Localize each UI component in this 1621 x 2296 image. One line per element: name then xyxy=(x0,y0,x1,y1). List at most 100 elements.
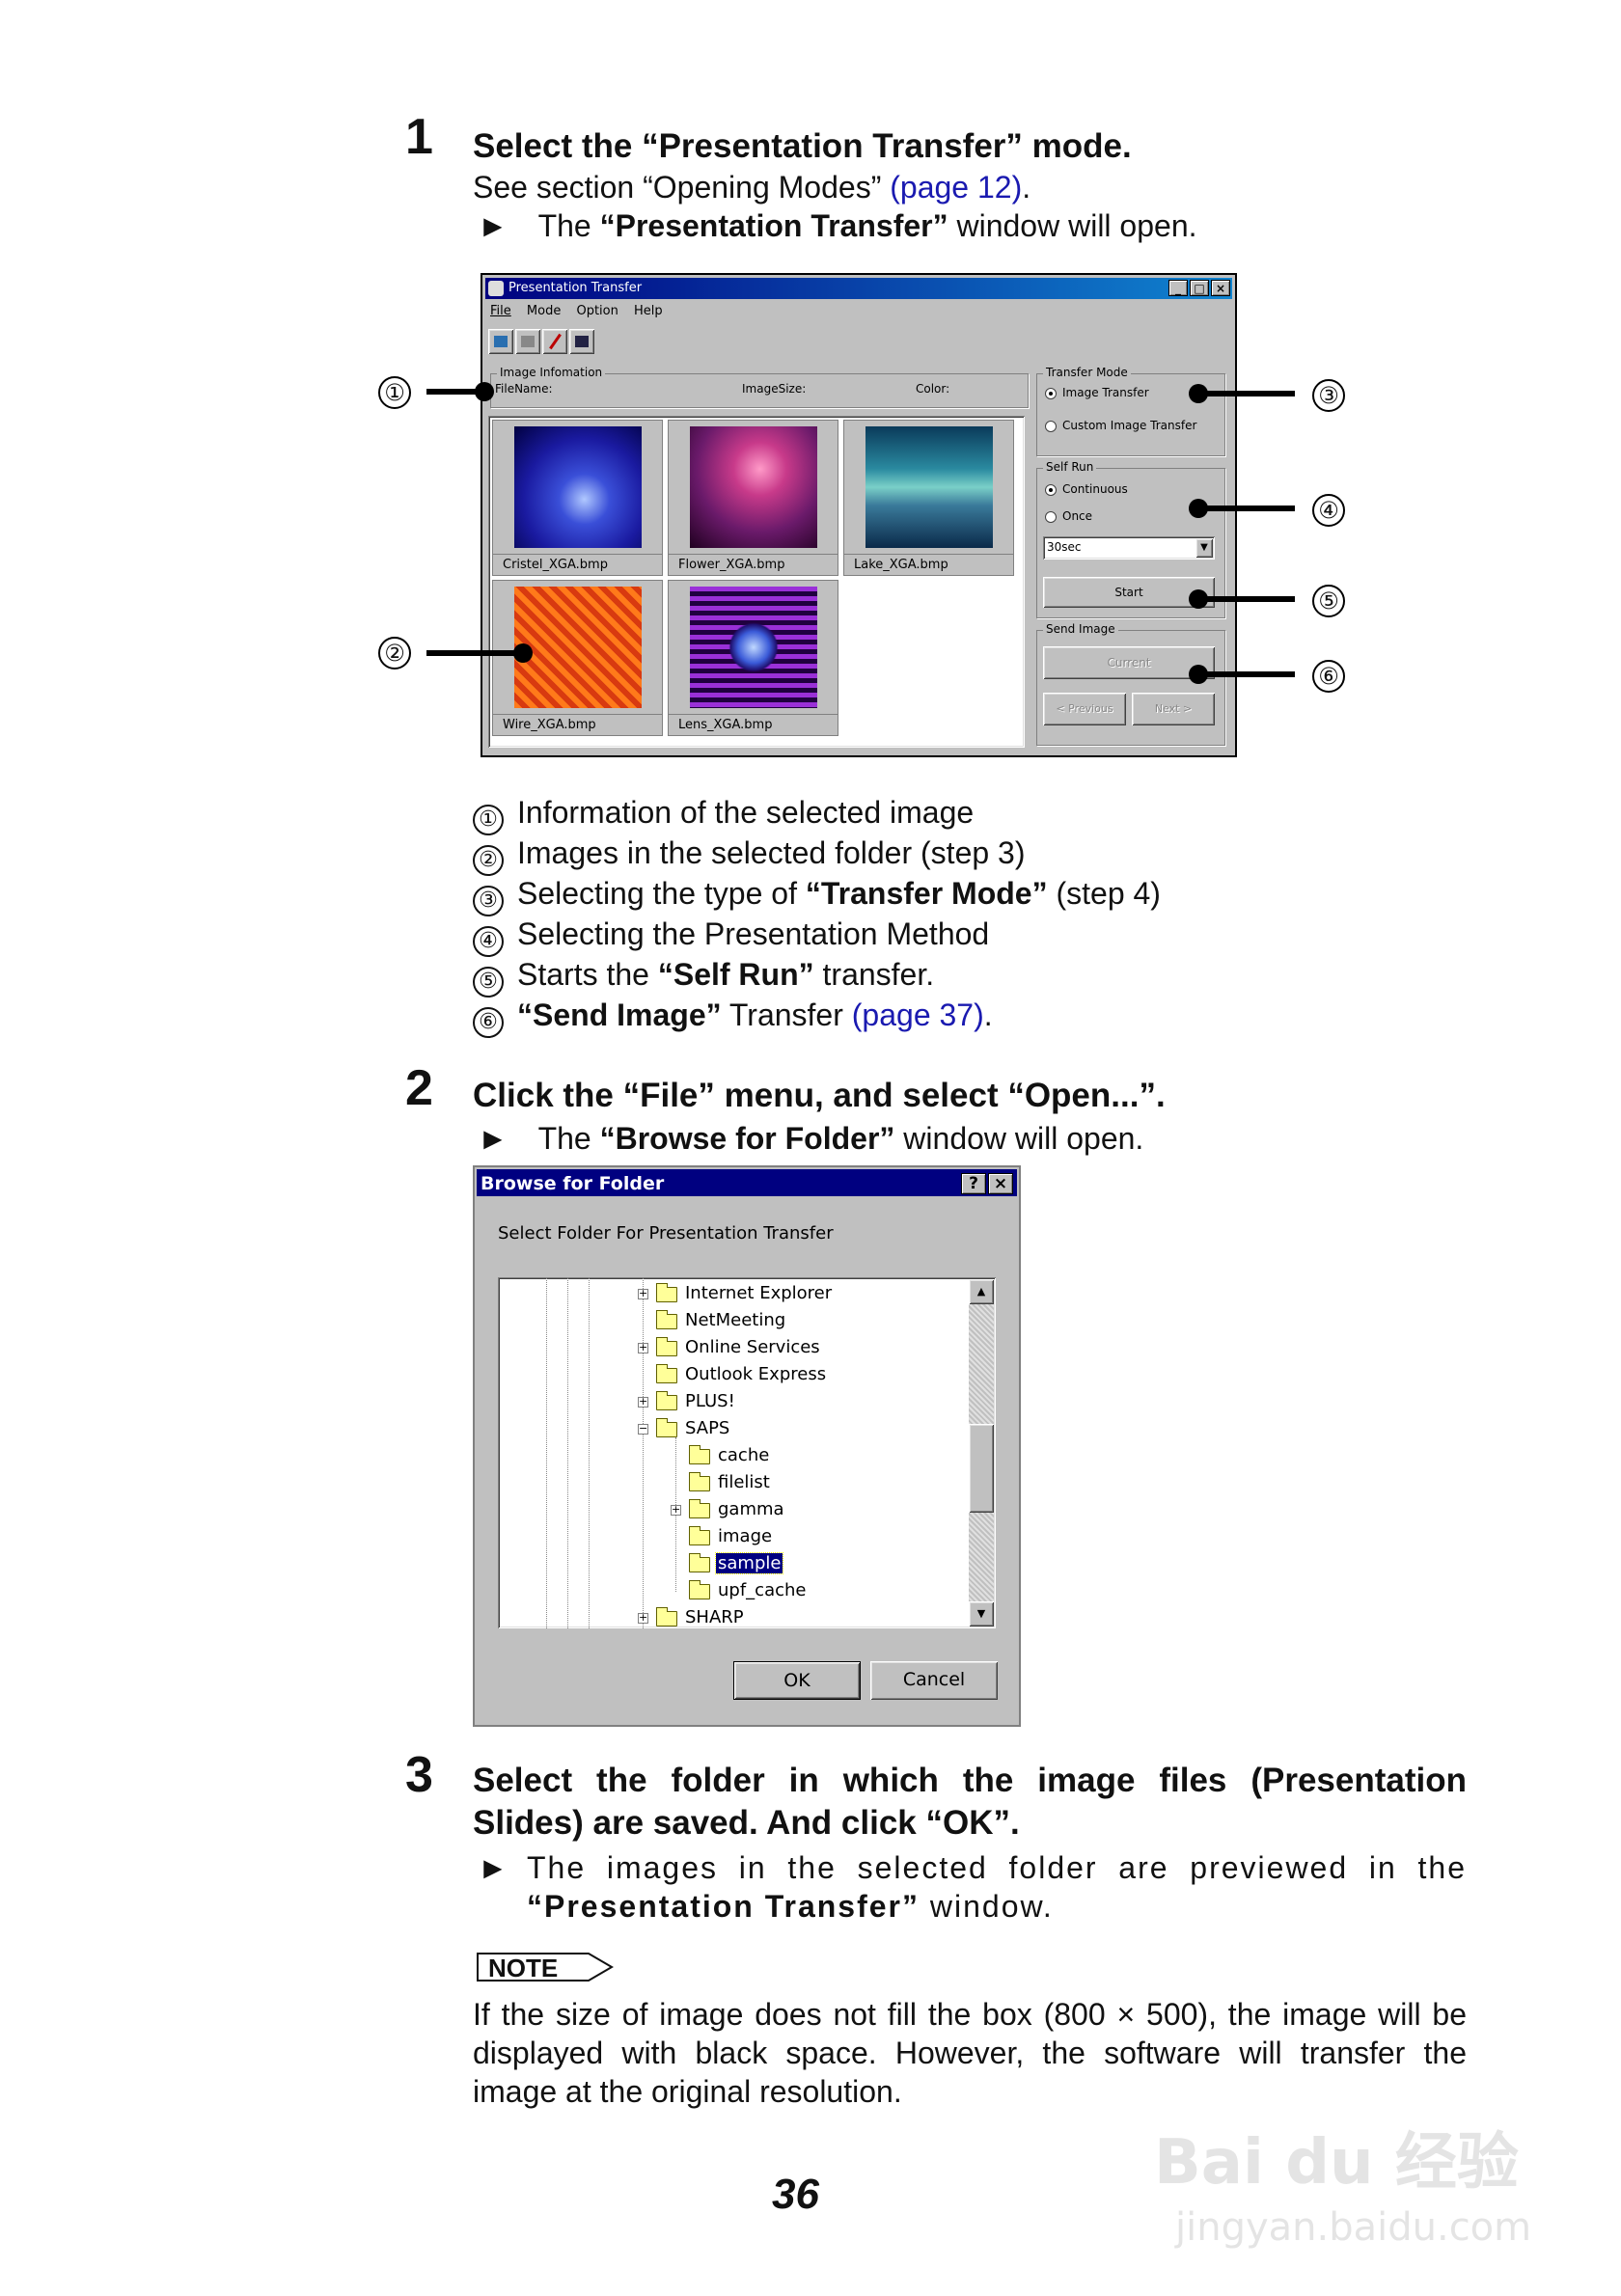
folder-icon xyxy=(656,1283,677,1302)
thumbnail-wire[interactable]: Wire_XGA.bmp xyxy=(492,580,663,736)
note-label-text: NOTE xyxy=(488,1954,559,1982)
step-1-line-2-end: window will open. xyxy=(948,208,1197,243)
legend-bold-5: “Self Run” xyxy=(657,957,814,992)
expand-icon[interactable]: + xyxy=(671,1503,681,1516)
tree-item-internet-explorer[interactable]: Internet Explorer xyxy=(685,1283,833,1303)
continuous-radio[interactable] xyxy=(1045,484,1057,496)
interval-select[interactable]: 30sec ▼ xyxy=(1043,536,1215,560)
step-1-line-1-end: . xyxy=(1022,170,1031,205)
next-button[interactable]: Next > xyxy=(1132,693,1215,725)
legend-num-4: ④ xyxy=(473,926,504,957)
legend-num-3: ③ xyxy=(473,886,504,916)
start-button[interactable]: Start xyxy=(1043,577,1215,608)
flower-image xyxy=(690,426,817,548)
tree-item-upf-cache[interactable]: upf_cache xyxy=(718,1580,807,1600)
legend-bold-6: “Send Image” xyxy=(517,998,722,1032)
tree-item-sample-selected[interactable]: sample xyxy=(714,1552,784,1574)
thumbnail-name: Flower_XGA.bmp xyxy=(669,554,838,575)
step-1-line-2: ► The “Presentation Transfer” window wil… xyxy=(478,206,1197,245)
page-37-link[interactable]: (page 37) xyxy=(851,998,984,1032)
custom-image-transfer-radio[interactable] xyxy=(1045,421,1057,432)
vertical-scrollbar[interactable]: ▲ ▼ xyxy=(969,1279,994,1626)
callout-5-line xyxy=(1198,596,1295,602)
collapse-icon[interactable]: − xyxy=(638,1422,648,1435)
thumbnail-area: Cristel_XGA.bmp Flower_XGA.bmp Lake_XGA.… xyxy=(488,416,1025,748)
tree-item-cache[interactable]: cache xyxy=(718,1445,770,1465)
close-button[interactable]: × xyxy=(1211,280,1230,296)
legend-end-3: (step 4) xyxy=(1047,876,1161,911)
tree-item-sharp[interactable]: SHARP xyxy=(685,1607,744,1627)
folder-icon xyxy=(689,1445,710,1464)
tree-item-online-services[interactable]: Online Services xyxy=(685,1337,820,1357)
step-2-line-text: The xyxy=(537,1121,600,1156)
legend-num-2: ② xyxy=(473,845,504,876)
folder-tree[interactable]: + Internet Explorer NetMeeting + Online … xyxy=(498,1277,996,1628)
pen-icon[interactable] xyxy=(542,329,567,354)
step-3-heading: Select the folder in which the image fil… xyxy=(473,1762,1467,1842)
menu-option[interactable]: Option xyxy=(576,304,618,318)
menu-help[interactable]: Help xyxy=(634,304,663,318)
menu-file[interactable]: File xyxy=(490,304,511,318)
custom-image-transfer-label: Custom Image Transfer xyxy=(1062,419,1197,432)
folder-icon xyxy=(689,1472,710,1491)
list-icon[interactable] xyxy=(569,329,594,354)
current-button[interactable]: Current xyxy=(1043,646,1215,679)
callout-3: ③ xyxy=(1312,379,1345,412)
folder-icon xyxy=(656,1364,677,1383)
thumbnail-flower[interactable]: Flower_XGA.bmp xyxy=(668,420,838,576)
expand-icon[interactable]: + xyxy=(638,1341,648,1353)
close-button[interactable]: × xyxy=(988,1173,1013,1194)
callout-4-line xyxy=(1198,506,1295,511)
tree-item-gamma[interactable]: gamma xyxy=(718,1499,784,1519)
tree-item-saps[interactable]: SAPS xyxy=(685,1418,730,1438)
thumbnail-lens[interactable]: Lens_XGA.bmp xyxy=(668,580,838,736)
step-2-line: ► The “Browse for Folder” window will op… xyxy=(478,1119,1143,1158)
ok-button[interactable]: OK xyxy=(733,1661,861,1700)
arrow-icon: ► xyxy=(478,1850,508,1885)
menu-mode[interactable]: Mode xyxy=(526,304,562,318)
dropdown-arrow-icon[interactable]: ▼ xyxy=(1195,538,1213,558)
thumbnail-cristel[interactable]: Cristel_XGA.bmp xyxy=(492,420,663,576)
window-title-bar: Presentation Transfer _ □ × xyxy=(485,278,1232,299)
browse-title: Browse for Folder xyxy=(481,1173,665,1194)
step-3-line-end: window. xyxy=(920,1889,1054,1924)
tree-item-netmeeting[interactable]: NetMeeting xyxy=(685,1310,786,1330)
scroll-thumb[interactable] xyxy=(969,1424,994,1513)
minimize-button[interactable]: _ xyxy=(1168,280,1188,296)
self-run-group: Self Run Continuous Once 30sec ▼ Start xyxy=(1036,460,1225,618)
browse-title-bar: Browse for Folder ? × xyxy=(477,1169,1017,1196)
legend-end-6: . xyxy=(983,998,993,1032)
toolbar xyxy=(488,329,614,356)
help-button[interactable]: ? xyxy=(961,1173,986,1194)
scroll-down-arrow-icon[interactable]: ▼ xyxy=(969,1601,994,1626)
thumbnail-lake[interactable]: Lake_XGA.bmp xyxy=(843,420,1014,576)
edit-icon[interactable] xyxy=(515,329,540,354)
tree-guide xyxy=(589,1277,590,1628)
folder-icon xyxy=(656,1310,677,1329)
expand-icon[interactable]: + xyxy=(638,1611,648,1624)
callout-2-dot xyxy=(513,643,533,663)
open-folder-icon[interactable] xyxy=(488,329,513,354)
tree-item-filelist[interactable]: filelist xyxy=(718,1472,770,1492)
expand-icon[interactable]: + xyxy=(638,1395,648,1408)
tree-item-plus[interactable]: PLUS! xyxy=(685,1391,735,1411)
tree-item-outlook-express[interactable]: Outlook Express xyxy=(685,1364,827,1384)
step-number-1: 1 xyxy=(405,109,433,165)
tree-item-image[interactable]: image xyxy=(718,1526,773,1546)
expand-icon[interactable]: + xyxy=(638,1287,648,1299)
previous-button[interactable]: < Previous xyxy=(1043,693,1126,725)
cancel-button[interactable]: Cancel xyxy=(870,1661,998,1700)
legend-bold-3: “Transfer Mode” xyxy=(805,876,1048,911)
transfer-mode-label: Transfer Mode xyxy=(1043,366,1131,379)
scroll-up-arrow-icon[interactable]: ▲ xyxy=(969,1279,994,1304)
image-transfer-radio[interactable] xyxy=(1045,388,1057,399)
imagesize-label: ImageSize: xyxy=(742,382,807,396)
folder-icon xyxy=(689,1580,710,1599)
page-12-link[interactable]: (page 12) xyxy=(890,170,1023,205)
baidu-watermark-logo: Bai du 经验 xyxy=(1154,2127,1519,2199)
maximize-button[interactable]: □ xyxy=(1190,280,1209,296)
once-radio[interactable] xyxy=(1045,511,1057,523)
folder-icon xyxy=(656,1418,677,1437)
step-3-line-text: The images in the selected folder are pr… xyxy=(527,1850,1467,1885)
